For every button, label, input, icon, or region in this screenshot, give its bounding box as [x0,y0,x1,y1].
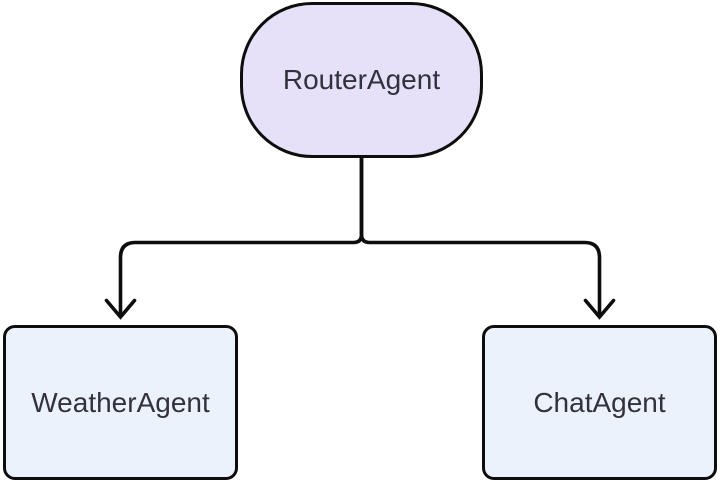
edge-router-to-chat [359,155,602,318]
node-router-agent-label: RouterAgent [282,64,441,96]
arrowhead-down-chat-icon [583,298,616,320]
node-weather-agent-label: WeatherAgent [31,386,210,418]
arrowhead-down-weather-icon [104,298,137,320]
node-chat-agent-label: ChatAgent [533,386,666,418]
edge-router-to-weather [118,155,364,318]
node-router-agent: RouterAgent [240,2,483,158]
node-weather-agent: WeatherAgent [3,325,238,480]
node-chat-agent: ChatAgent [482,325,717,480]
